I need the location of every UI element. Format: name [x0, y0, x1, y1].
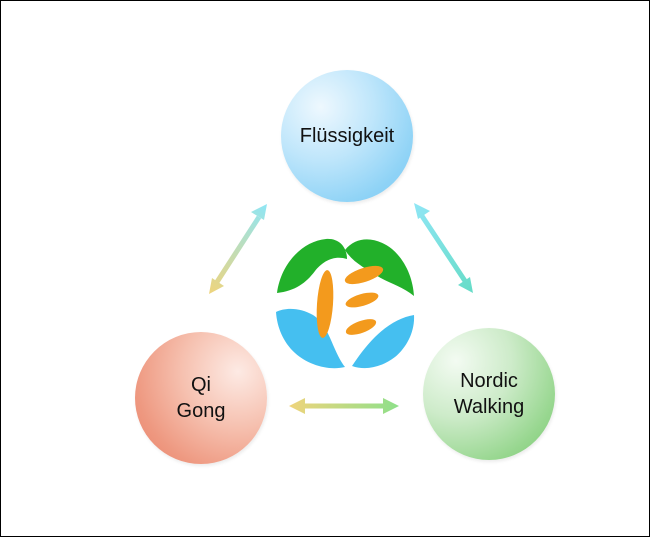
logo-orange-dash-3	[345, 319, 377, 335]
node-flussigkeit: Flüssigkeit	[281, 70, 413, 202]
node-nordic-walking: Nordic Walking	[423, 328, 555, 460]
node-label-flussigkeit: Flüssigkeit	[299, 125, 395, 147]
arrow-flussigkeit-qigong	[209, 204, 267, 294]
logo-orange-dash-2	[345, 292, 379, 308]
node-qi-gong: Qi Gong	[135, 332, 267, 464]
logo-orange-vertical	[316, 270, 334, 338]
arrow-qigong-nordic-walking	[289, 398, 399, 414]
logo-blue-right	[352, 315, 415, 369]
node-label-qi-gong: Qi Gong	[176, 374, 226, 422]
logo-blue-left	[276, 308, 345, 369]
logo-green-leaf-left	[277, 238, 347, 293]
node-label-nordic-walking: Nordic Walking	[453, 370, 525, 418]
arrow-flussigkeit-nordic-walking	[414, 203, 473, 293]
logo-orange-dash-1	[344, 265, 384, 285]
